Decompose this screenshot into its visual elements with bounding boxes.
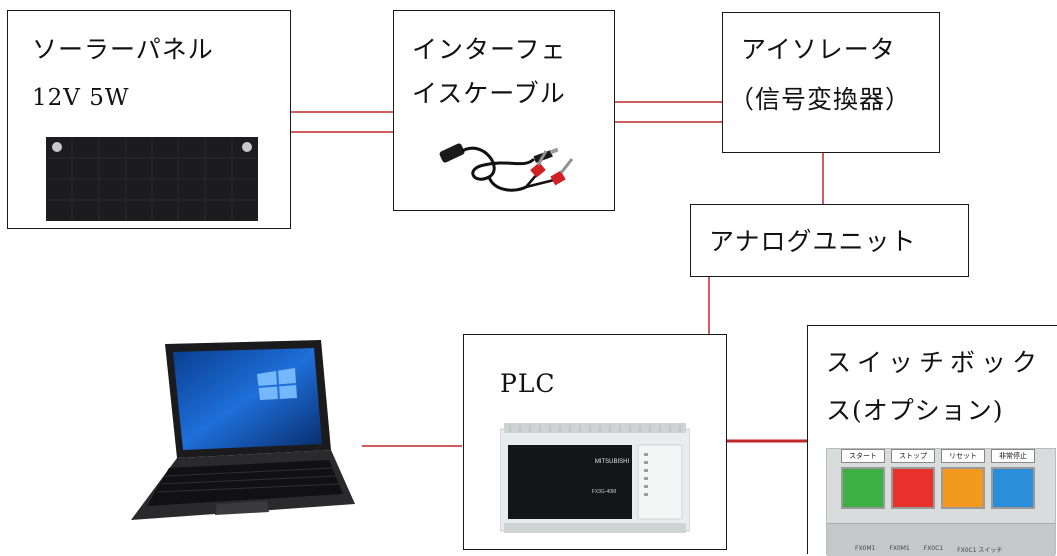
- plc-image: MITSUBISHI FX3G-40M: [500, 423, 690, 533]
- switch-button-estop: 非常停止: [991, 449, 1035, 509]
- switch-button-start: スタート: [841, 449, 885, 509]
- switch-box-bottom-labels: FX0M1 FX0M1 FX0C1 FX0C1 スイッチ: [855, 545, 1002, 554]
- analog-unit-node: アナログユニット: [690, 204, 969, 277]
- interface-cable-title-2: イスケーブル: [412, 79, 566, 108]
- plc-brand: MITSUBISHI: [595, 459, 630, 465]
- solar-panel-node: ソーラーパネル 12V 5W: [7, 10, 291, 229]
- bottom-label-3: FX0C1: [923, 545, 944, 552]
- reset-button: [941, 467, 985, 509]
- switch-box-base: [827, 523, 1055, 556]
- switch-button-row: スタート ストップ リセット 非常停止: [841, 449, 1035, 509]
- interface-cable-image: [439, 143, 574, 192]
- switch-button-stop-tag: ストップ: [891, 449, 935, 463]
- switch-button-reset: リセット: [941, 449, 985, 509]
- isolator-node: アイソレータ （信号変換器）: [722, 12, 940, 153]
- solar-panel-title: ソーラーパネル: [32, 35, 214, 64]
- switch-button-start-tag: スタート: [841, 449, 885, 463]
- switch-box-title-1: スイッチボック: [826, 348, 1044, 377]
- start-button: [841, 467, 885, 509]
- switch-button-reset-tag: リセット: [941, 449, 985, 463]
- stop-button: [891, 467, 935, 509]
- bottom-label-1: FX0M1: [855, 545, 876, 552]
- plc-node: PLC MITSUBISHI FX3G-40M: [463, 334, 727, 550]
- switch-box-node: スイッチボック ス(オプション) スタート ストップ リセット 非常停止 FX0…: [807, 325, 1057, 556]
- interface-cable-title-1: インターフェ: [412, 35, 567, 64]
- plc-model: FX3G-40M: [592, 489, 616, 495]
- analog-unit-title: アナログユニット: [709, 227, 917, 256]
- emergency-stop-button: [991, 467, 1035, 509]
- switch-box-title-2: ス(オプション): [826, 396, 1004, 425]
- solar-panel-image: [46, 137, 258, 221]
- plc-title: PLC: [500, 369, 556, 398]
- isolator-subtitle: （信号変換器）: [729, 85, 912, 114]
- bottom-label-2: FX0M1: [889, 545, 910, 552]
- isolator-title: アイソレータ: [741, 35, 896, 64]
- laptop-image: [107, 334, 361, 530]
- interface-cable-node: インターフェ イスケーブル: [393, 10, 615, 211]
- switch-button-estop-tag: 非常停止: [991, 449, 1035, 463]
- switch-box-image: スタート ストップ リセット 非常停止 FX0M1 FX0M1 FX0C1 FX…: [826, 448, 1056, 556]
- switch-button-stop: ストップ: [891, 449, 935, 509]
- solar-panel-spec: 12V 5W: [32, 85, 130, 111]
- bottom-label-4: FX0C1 スイッチ: [957, 547, 1003, 554]
